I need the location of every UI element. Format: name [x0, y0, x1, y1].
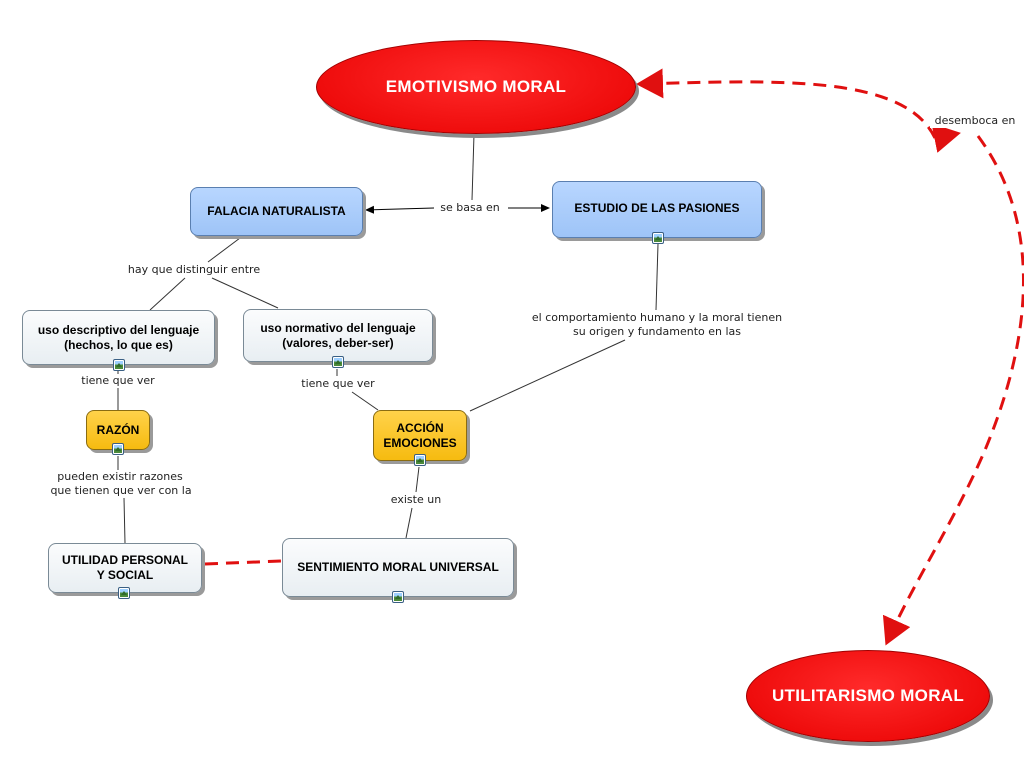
node-utilidad-line1: UTILIDAD PERSONAL [62, 553, 188, 567]
link-tiene-accion [351, 391, 379, 411]
node-falacia-naturalista[interactable]: FALACIA NATURALISTA [190, 187, 363, 236]
image-icon[interactable] [652, 232, 664, 244]
link-label-comportamiento-2: su origen y fundamento en las [556, 325, 758, 339]
node-utilidad-personal[interactable]: UTILIDAD PERSONAL Y SOCIAL [48, 543, 202, 599]
node-utilitarismo-moral[interactable]: UTILITARISMO MORAL [746, 650, 990, 742]
node-descriptivo-line1: uso descriptivo del lenguaje [37, 322, 200, 337]
node-razon-label: RAZÓN [96, 422, 140, 437]
link-label-pueden-existir-2: que tienen que ver con la [44, 484, 198, 498]
arrow-to-falacia [365, 205, 435, 214]
node-uso-descriptivo[interactable]: uso descriptivo del lenguaje (hechos, lo… [22, 310, 215, 371]
node-emotivismo-moral[interactable]: EMOTIVISMO MORAL [316, 40, 636, 134]
image-icon[interactable] [392, 591, 404, 603]
image-icon[interactable] [414, 454, 426, 466]
image-icon[interactable] [332, 356, 344, 368]
node-utilidad-line2: Y SOCIAL [96, 568, 154, 582]
dashed-utilidad-sentimiento [204, 559, 283, 566]
image-icon[interactable] [113, 359, 125, 371]
node-sentimiento-moral[interactable]: SENTIMIENTO MORAL UNIVERSAL [282, 538, 514, 603]
node-estudio-label: ESTUDIO DE LAS PASIONES [574, 201, 740, 215]
dashed-to-desemboca [931, 123, 961, 153]
node-estudio-pasiones[interactable]: ESTUDIO DE LAS PASIONES [552, 181, 762, 244]
dashed-desemboca-utilitarismo [882, 135, 1024, 646]
node-falacia-label: FALACIA NATURALISTA [207, 204, 346, 218]
link-hay-descriptivo [149, 277, 186, 311]
image-icon[interactable] [112, 443, 124, 455]
link-falacia-hay [207, 237, 241, 263]
link-emotivismo-sebasa [471, 133, 475, 201]
node-emotivismo-label: EMOTIVISMO MORAL [385, 77, 567, 96]
node-descriptivo-line2: (hechos, lo que es) [64, 337, 173, 352]
link-pueden-utilidad [123, 497, 126, 544]
link-label-existe-un: existe un [386, 493, 446, 507]
link-label-comportamiento-1: el comportamiento humano y la moral tien… [526, 311, 788, 325]
node-normativo-line2: (valores, deber-ser) [282, 335, 394, 350]
link-accion-existe [415, 466, 420, 493]
node-normativo-line1: uso normativo del lenguaje [260, 320, 416, 335]
node-razon[interactable]: RAZÓN [86, 410, 150, 455]
node-accion-line2: EMOCIONES [383, 435, 457, 450]
dashed-desemboca-emotivismo [636, 68, 937, 139]
node-accion-emociones[interactable]: ACCIÓN EMOCIONES [373, 410, 467, 466]
link-hay-normativo [211, 277, 279, 309]
node-utilitarismo-label: UTILITARISMO MORAL [771, 686, 965, 705]
link-label-tiene-que-ver-2: tiene que ver [296, 377, 380, 391]
link-label-tiene-que-ver-1: tiene que ver [76, 374, 160, 388]
link-label-pueden-existir-1: pueden existir razones [50, 470, 190, 484]
node-uso-normativo[interactable]: uso normativo del lenguaje (valores, deb… [243, 309, 433, 368]
link-existe-sentimiento [405, 507, 413, 539]
image-icon[interactable] [118, 587, 130, 599]
link-label-desemboca-en: desemboca en [930, 114, 1020, 128]
link-label-se-basa-en: se basa en [436, 201, 504, 215]
node-accion-line1: ACCIÓN [396, 420, 444, 435]
link-estudio-comport [655, 243, 659, 311]
link-comport-accion [469, 339, 626, 412]
node-sentimiento-label: SENTIMIENTO MORAL UNIVERSAL [297, 560, 499, 574]
link-label-hay-que-distinguir: hay que distinguir entre [122, 263, 266, 277]
